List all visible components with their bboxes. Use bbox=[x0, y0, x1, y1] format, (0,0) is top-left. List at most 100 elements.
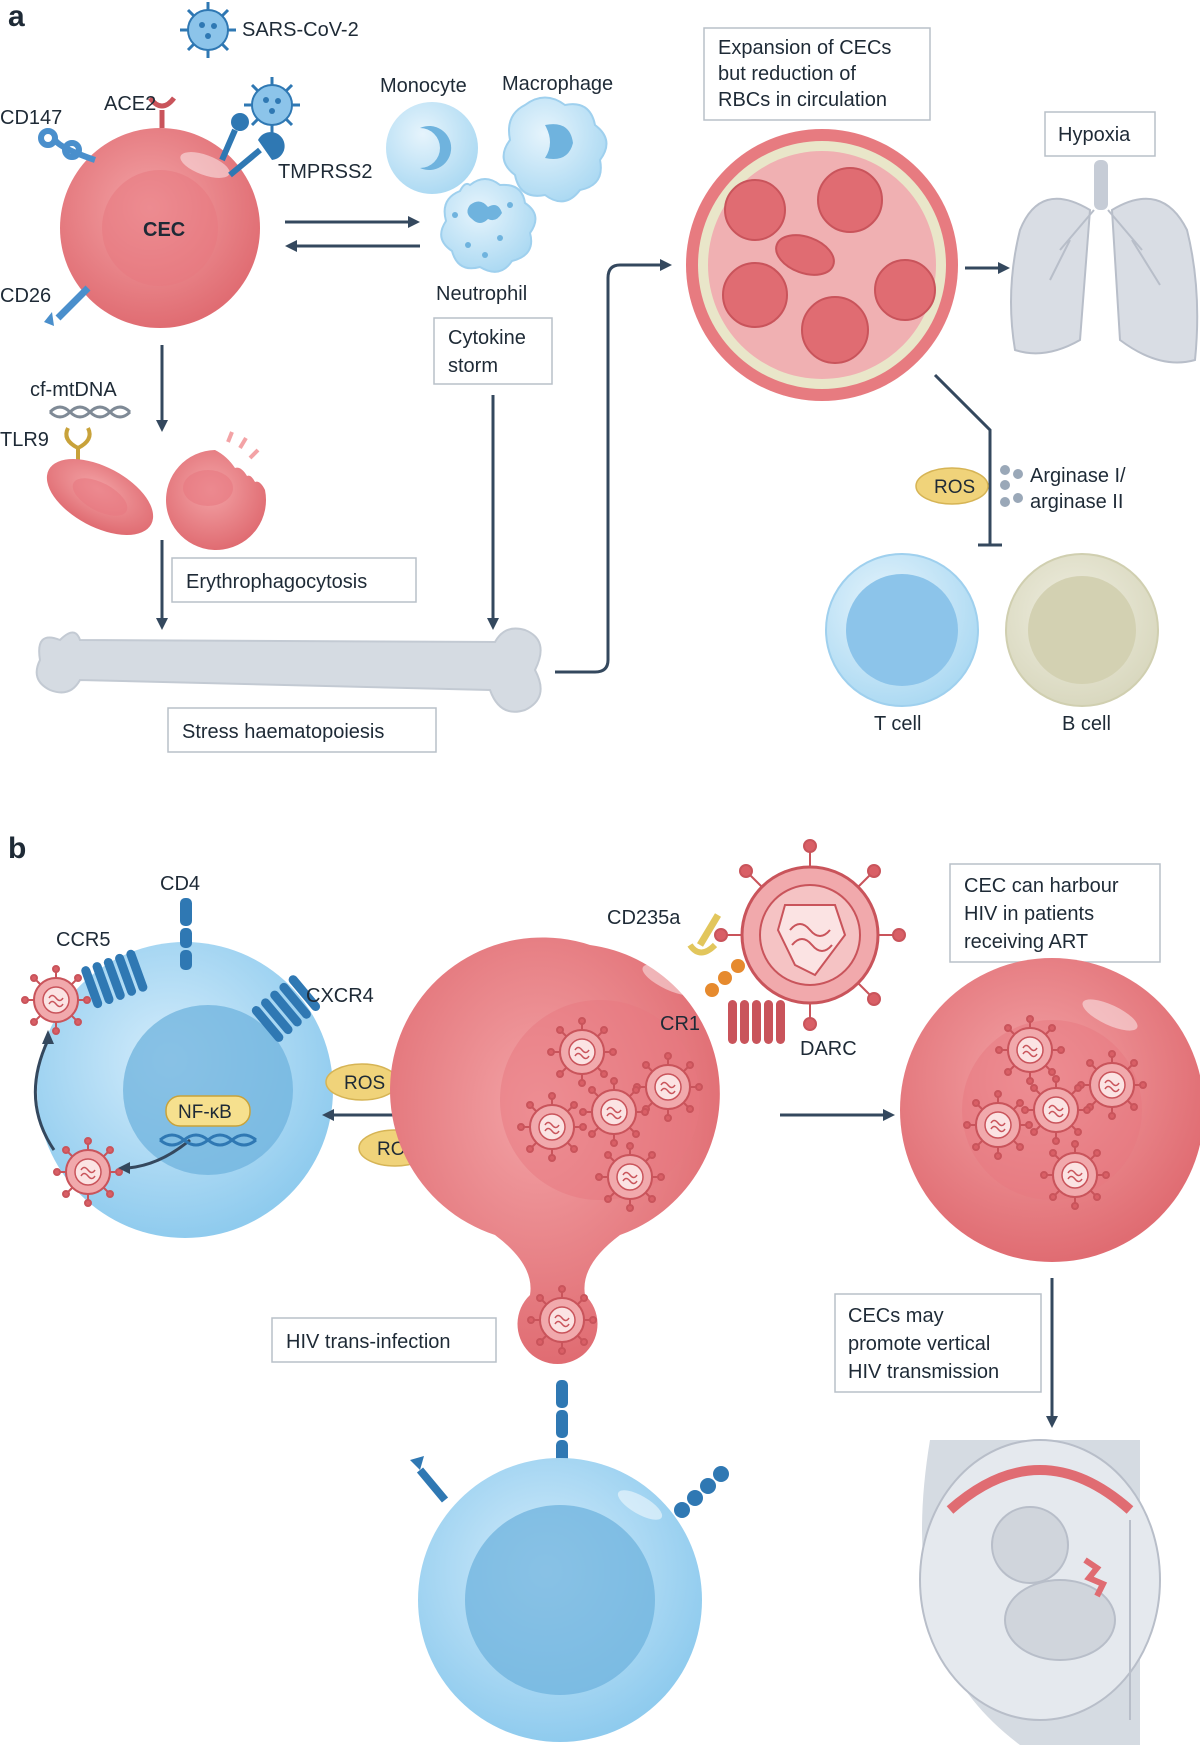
arginase-dots-icon bbox=[1000, 465, 1023, 507]
harbour-box bbox=[949, 863, 1161, 963]
monocyte-label: Monocyte bbox=[380, 75, 467, 97]
large-hiv-virion bbox=[714, 839, 906, 1031]
sars-cov-2-label: SARS-CoV-2 bbox=[242, 19, 359, 41]
t-cell-a bbox=[825, 553, 979, 707]
cec-cell bbox=[60, 128, 260, 328]
bottom-cd147-receptor-icon bbox=[674, 1466, 729, 1518]
cd147-receptor-icon bbox=[38, 128, 96, 163]
arrowhead bbox=[285, 240, 297, 252]
expansion-line3: RBCs in circulation bbox=[718, 89, 887, 111]
ace2-receptor-icon bbox=[148, 96, 176, 128]
arrowhead bbox=[408, 216, 420, 228]
tlr9-bound-rbc bbox=[46, 459, 154, 535]
hiv-virion-icon bbox=[1040, 1140, 1110, 1210]
tmprss2-receptor-icon bbox=[219, 113, 285, 178]
tmprss2-label: TMPRSS2 bbox=[278, 161, 372, 183]
sars-cov-2-virus-icon bbox=[178, 0, 238, 60]
cd26-label: CD26 bbox=[0, 285, 51, 307]
arrowhead bbox=[660, 259, 672, 271]
cytokine-storm-line2: storm bbox=[448, 355, 498, 377]
ros-label-b-top: ROS bbox=[344, 1073, 385, 1094]
arrow-bone-to-vessel bbox=[555, 263, 662, 674]
damaged-rbc bbox=[166, 431, 267, 550]
cd4-receptor-icon bbox=[180, 898, 192, 970]
stress-haematopoiesis-box bbox=[167, 707, 437, 753]
cf-mtdna-icon bbox=[48, 405, 132, 419]
arrowhead bbox=[1046, 1416, 1058, 1428]
darc-receptor-icon bbox=[728, 1000, 785, 1044]
hiv-virion-icon bbox=[527, 1285, 597, 1355]
cd235a-receptor-icon bbox=[687, 913, 722, 956]
cycle-arrow bbox=[33, 1039, 56, 1151]
arrowhead bbox=[487, 618, 499, 630]
nfkb-arrow bbox=[127, 1138, 191, 1170]
expansion-line2: but reduction of bbox=[718, 63, 856, 85]
hypoxia-box bbox=[1044, 111, 1156, 157]
cr1-receptor-icon bbox=[705, 959, 745, 997]
pregnancy-illustration bbox=[919, 1439, 1161, 1745]
trans-infection-label: HIV trans-infection bbox=[286, 1331, 451, 1353]
macrophage-cell bbox=[502, 96, 608, 203]
dna-helix-icon bbox=[159, 1133, 257, 1147]
ace2-label: ACE2 bbox=[104, 93, 156, 115]
stress-haematopoiesis-label: Stress haematopoiesis bbox=[182, 721, 384, 743]
erythrophagocytosis-label: Erythrophagocytosis bbox=[186, 571, 367, 593]
bottom-cd26-receptor-icon bbox=[410, 1456, 449, 1503]
vertical-transmission-box bbox=[834, 1293, 1042, 1393]
expansion-line1: Expansion of CECs bbox=[718, 37, 891, 59]
neutrophil-cell bbox=[440, 178, 537, 273]
macrophage-label: Macrophage bbox=[502, 73, 613, 95]
bone-icon bbox=[35, 627, 542, 713]
harbour-line2: HIV in patients bbox=[964, 903, 1094, 925]
hiv-virion-icon bbox=[963, 1090, 1033, 1160]
hiv-virion-icon bbox=[21, 965, 91, 1035]
blood-vessel-cross-section bbox=[686, 129, 958, 401]
vertical-line1: CECs may bbox=[848, 1305, 944, 1327]
hiv-virion-icon bbox=[595, 1142, 665, 1212]
monocyte-cell bbox=[386, 102, 478, 194]
cd26-receptor-icon bbox=[44, 285, 91, 326]
cytokine-storm-line1: Cytokine bbox=[448, 327, 526, 349]
arrowhead bbox=[883, 1109, 895, 1121]
hiv-virion-icon bbox=[1021, 1075, 1091, 1145]
neutrophil-label: Neutrophil bbox=[436, 283, 527, 305]
hypoxia-label: Hypoxia bbox=[1058, 124, 1131, 146]
tlr9-label: TLR9 bbox=[0, 429, 49, 451]
hiv-virion-icon bbox=[995, 1015, 1065, 1085]
panel-b-letter: b bbox=[8, 832, 26, 865]
harbour-line1: CEC can harbour bbox=[964, 875, 1119, 897]
arrowhead bbox=[42, 1030, 54, 1044]
hiv-virion-icon bbox=[53, 1137, 123, 1207]
erythrophagocytosis-box bbox=[171, 557, 417, 603]
target-t-cell bbox=[418, 1458, 702, 1742]
cd4-label: CD4 bbox=[160, 873, 200, 895]
ros-capsule-a bbox=[915, 467, 989, 505]
arginase-line1: Arginase I/ bbox=[1030, 465, 1126, 487]
t-cell-label: T cell bbox=[874, 713, 921, 735]
cr1-label: CR1 bbox=[660, 1013, 700, 1035]
hiv-virion-icon bbox=[547, 1017, 617, 1087]
vertical-line2: promote vertical bbox=[848, 1333, 990, 1355]
hiv-virion-icon bbox=[517, 1092, 587, 1162]
cd235a-label: CD235a bbox=[607, 907, 681, 929]
ros-label-a: ROS bbox=[934, 477, 975, 498]
arrowhead bbox=[156, 618, 168, 630]
trans-infection-box bbox=[271, 1317, 497, 1363]
bound-sars-cov-2-icon bbox=[242, 75, 302, 135]
ccr5-label: CCR5 bbox=[56, 929, 110, 951]
nfkb-capsule bbox=[165, 1095, 251, 1127]
expansion-box bbox=[703, 27, 931, 121]
cxcr4-label: CXCR4 bbox=[306, 985, 374, 1007]
darc-label: DARC bbox=[800, 1038, 857, 1060]
vertical-line3: HIV transmission bbox=[848, 1361, 999, 1383]
arrowhead bbox=[156, 420, 168, 432]
arrowhead bbox=[322, 1109, 334, 1121]
panel-a-letter: a bbox=[8, 0, 25, 33]
cec-label: CEC bbox=[143, 219, 185, 241]
cf-mtdna-label: cf-mtDNA bbox=[30, 379, 117, 401]
b-cell-a bbox=[1005, 553, 1159, 707]
cd147-label: CD147 bbox=[0, 107, 62, 129]
arrowhead bbox=[998, 262, 1010, 274]
harbour-line3: receiving ART bbox=[964, 931, 1088, 953]
